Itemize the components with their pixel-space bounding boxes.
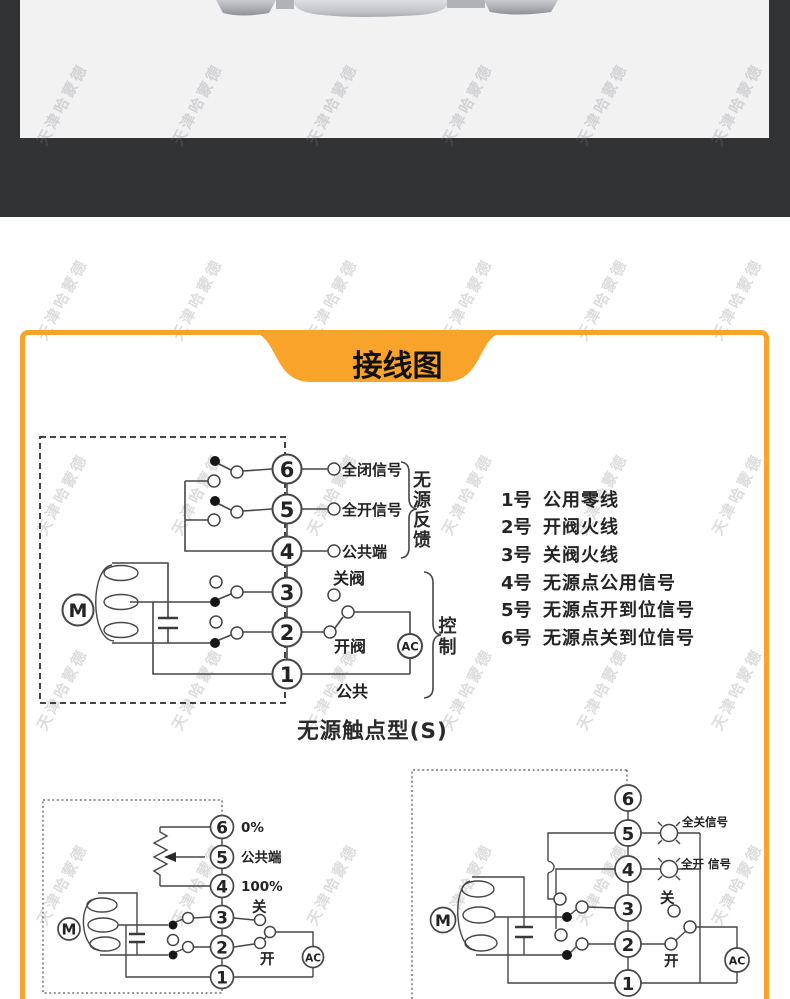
legend-row: 2号开阀火线 bbox=[501, 513, 695, 541]
motor-label: M bbox=[69, 600, 88, 622]
legend-label: 公用零线 bbox=[543, 489, 619, 511]
legend-label: 开阀火线 bbox=[543, 517, 619, 539]
terminal-4: 4 bbox=[216, 878, 228, 898]
legend-label: 关阀火线 bbox=[543, 544, 619, 566]
terminal-5: 5 bbox=[622, 824, 635, 845]
terminal-1: 1 bbox=[216, 969, 228, 989]
label-open: 开 bbox=[260, 951, 275, 968]
valve-photo-graphic bbox=[216, 0, 558, 17]
terminal-2: 2 bbox=[216, 939, 228, 959]
terminal-6: 6 bbox=[622, 789, 635, 810]
terminal-3: 3 bbox=[216, 909, 228, 929]
legend-num: 6号 bbox=[501, 627, 532, 649]
label-full-close-signal: 全关信号 bbox=[681, 815, 728, 829]
legend-row: 3号关阀火线 bbox=[501, 540, 695, 568]
legend-num: 4号 bbox=[501, 572, 532, 594]
terminal-4: 4 bbox=[280, 540, 295, 564]
ac-source bbox=[724, 947, 750, 973]
label-common: 公共 bbox=[336, 682, 368, 701]
terminal-3: 3 bbox=[622, 899, 635, 920]
diagram-lamp-feedback: M AC 6 5 4 3 2 1 全关信号 全开 信号 关 开 bbox=[411, 769, 750, 999]
product-photo bbox=[20, 0, 769, 138]
terminal-2: 2 bbox=[622, 935, 635, 956]
label-close: 关 bbox=[660, 889, 675, 907]
label-0pct: 0% bbox=[241, 820, 264, 836]
banner-tab bbox=[249, 332, 507, 382]
label-full-open-signal: 全开 信号 bbox=[680, 857, 731, 871]
label-open-valve: 开阀 bbox=[334, 637, 366, 656]
feedback-group-label: 无源反馈 bbox=[413, 470, 431, 551]
control-brace bbox=[423, 571, 442, 699]
feedback-brace bbox=[400, 461, 418, 559]
legend-num: 2号 bbox=[501, 517, 532, 539]
label-open: 开 bbox=[664, 953, 679, 970]
legend-label: 无源点开到位信号 bbox=[543, 600, 695, 622]
terminal-5: 5 bbox=[280, 498, 295, 522]
diagram-potentiometer: M AC 6 5 4 3 2 1 0% 公共端 100% 关 开 bbox=[42, 799, 325, 994]
terminal-2: 2 bbox=[280, 621, 295, 645]
legend-num: 5号 bbox=[501, 600, 532, 622]
legend-num: 3号 bbox=[501, 544, 532, 566]
diagram-caption: 无源触点型(S) bbox=[297, 719, 448, 744]
terminal-6: 6 bbox=[280, 458, 295, 482]
diagram-passive-contact: M AC 6 5 4 3 2 1 全闭信号 全开信号 公共端 关阀 开阀 公共 bbox=[39, 436, 442, 704]
potentiometer-resistor bbox=[152, 827, 169, 886]
lamp-full-close-icon bbox=[657, 821, 681, 845]
legend-label: 无源点关到位信号 bbox=[543, 627, 695, 649]
label-close-valve: 关阀 bbox=[333, 569, 365, 588]
ac-label: AC bbox=[729, 955, 746, 968]
terminal-legend: 1号公用零线 2号开阀火线 3号关阀火线 4号无源点公用信号 5号无源点开到位信… bbox=[501, 485, 695, 651]
label-common-end: 公共端 bbox=[241, 849, 282, 866]
label-full-open: 全开信号 bbox=[341, 501, 402, 519]
lamp-full-open-icon bbox=[657, 857, 681, 881]
label-close: 关 bbox=[252, 898, 267, 916]
terminal-5: 5 bbox=[216, 849, 228, 869]
label-100pct: 100% bbox=[241, 879, 283, 895]
terminal-4: 4 bbox=[622, 860, 635, 881]
motor-symbol bbox=[429, 906, 457, 934]
ac-label: AC bbox=[305, 953, 321, 965]
label-common-end: 公共端 bbox=[342, 543, 387, 561]
ac-source bbox=[301, 945, 325, 969]
legend-row: 1号公用零线 bbox=[501, 485, 695, 513]
legend-row: 4号无源点公用信号 bbox=[501, 568, 695, 596]
motor-symbol bbox=[57, 917, 81, 941]
legend-row: 6号无源点关到位信号 bbox=[501, 623, 695, 651]
terminal-1: 1 bbox=[622, 974, 635, 995]
legend-num: 1号 bbox=[501, 489, 532, 511]
motor-symbol bbox=[61, 593, 95, 627]
motor-label: M bbox=[62, 921, 77, 939]
terminal-1: 1 bbox=[280, 663, 295, 687]
banner-title: 接线图 bbox=[352, 349, 443, 384]
motor-label: M bbox=[435, 911, 451, 930]
terminal-3: 3 bbox=[280, 581, 295, 605]
terminal-6: 6 bbox=[216, 819, 228, 839]
control-group-label: 控制 bbox=[438, 616, 457, 658]
ac-source bbox=[397, 633, 423, 659]
legend-label: 无源点公用信号 bbox=[543, 572, 676, 594]
potentiometer-arrow bbox=[164, 852, 176, 862]
legend-row: 5号无源点开到位信号 bbox=[501, 595, 695, 623]
label-full-close: 全闭信号 bbox=[341, 461, 402, 479]
ac-label: AC bbox=[401, 640, 418, 654]
